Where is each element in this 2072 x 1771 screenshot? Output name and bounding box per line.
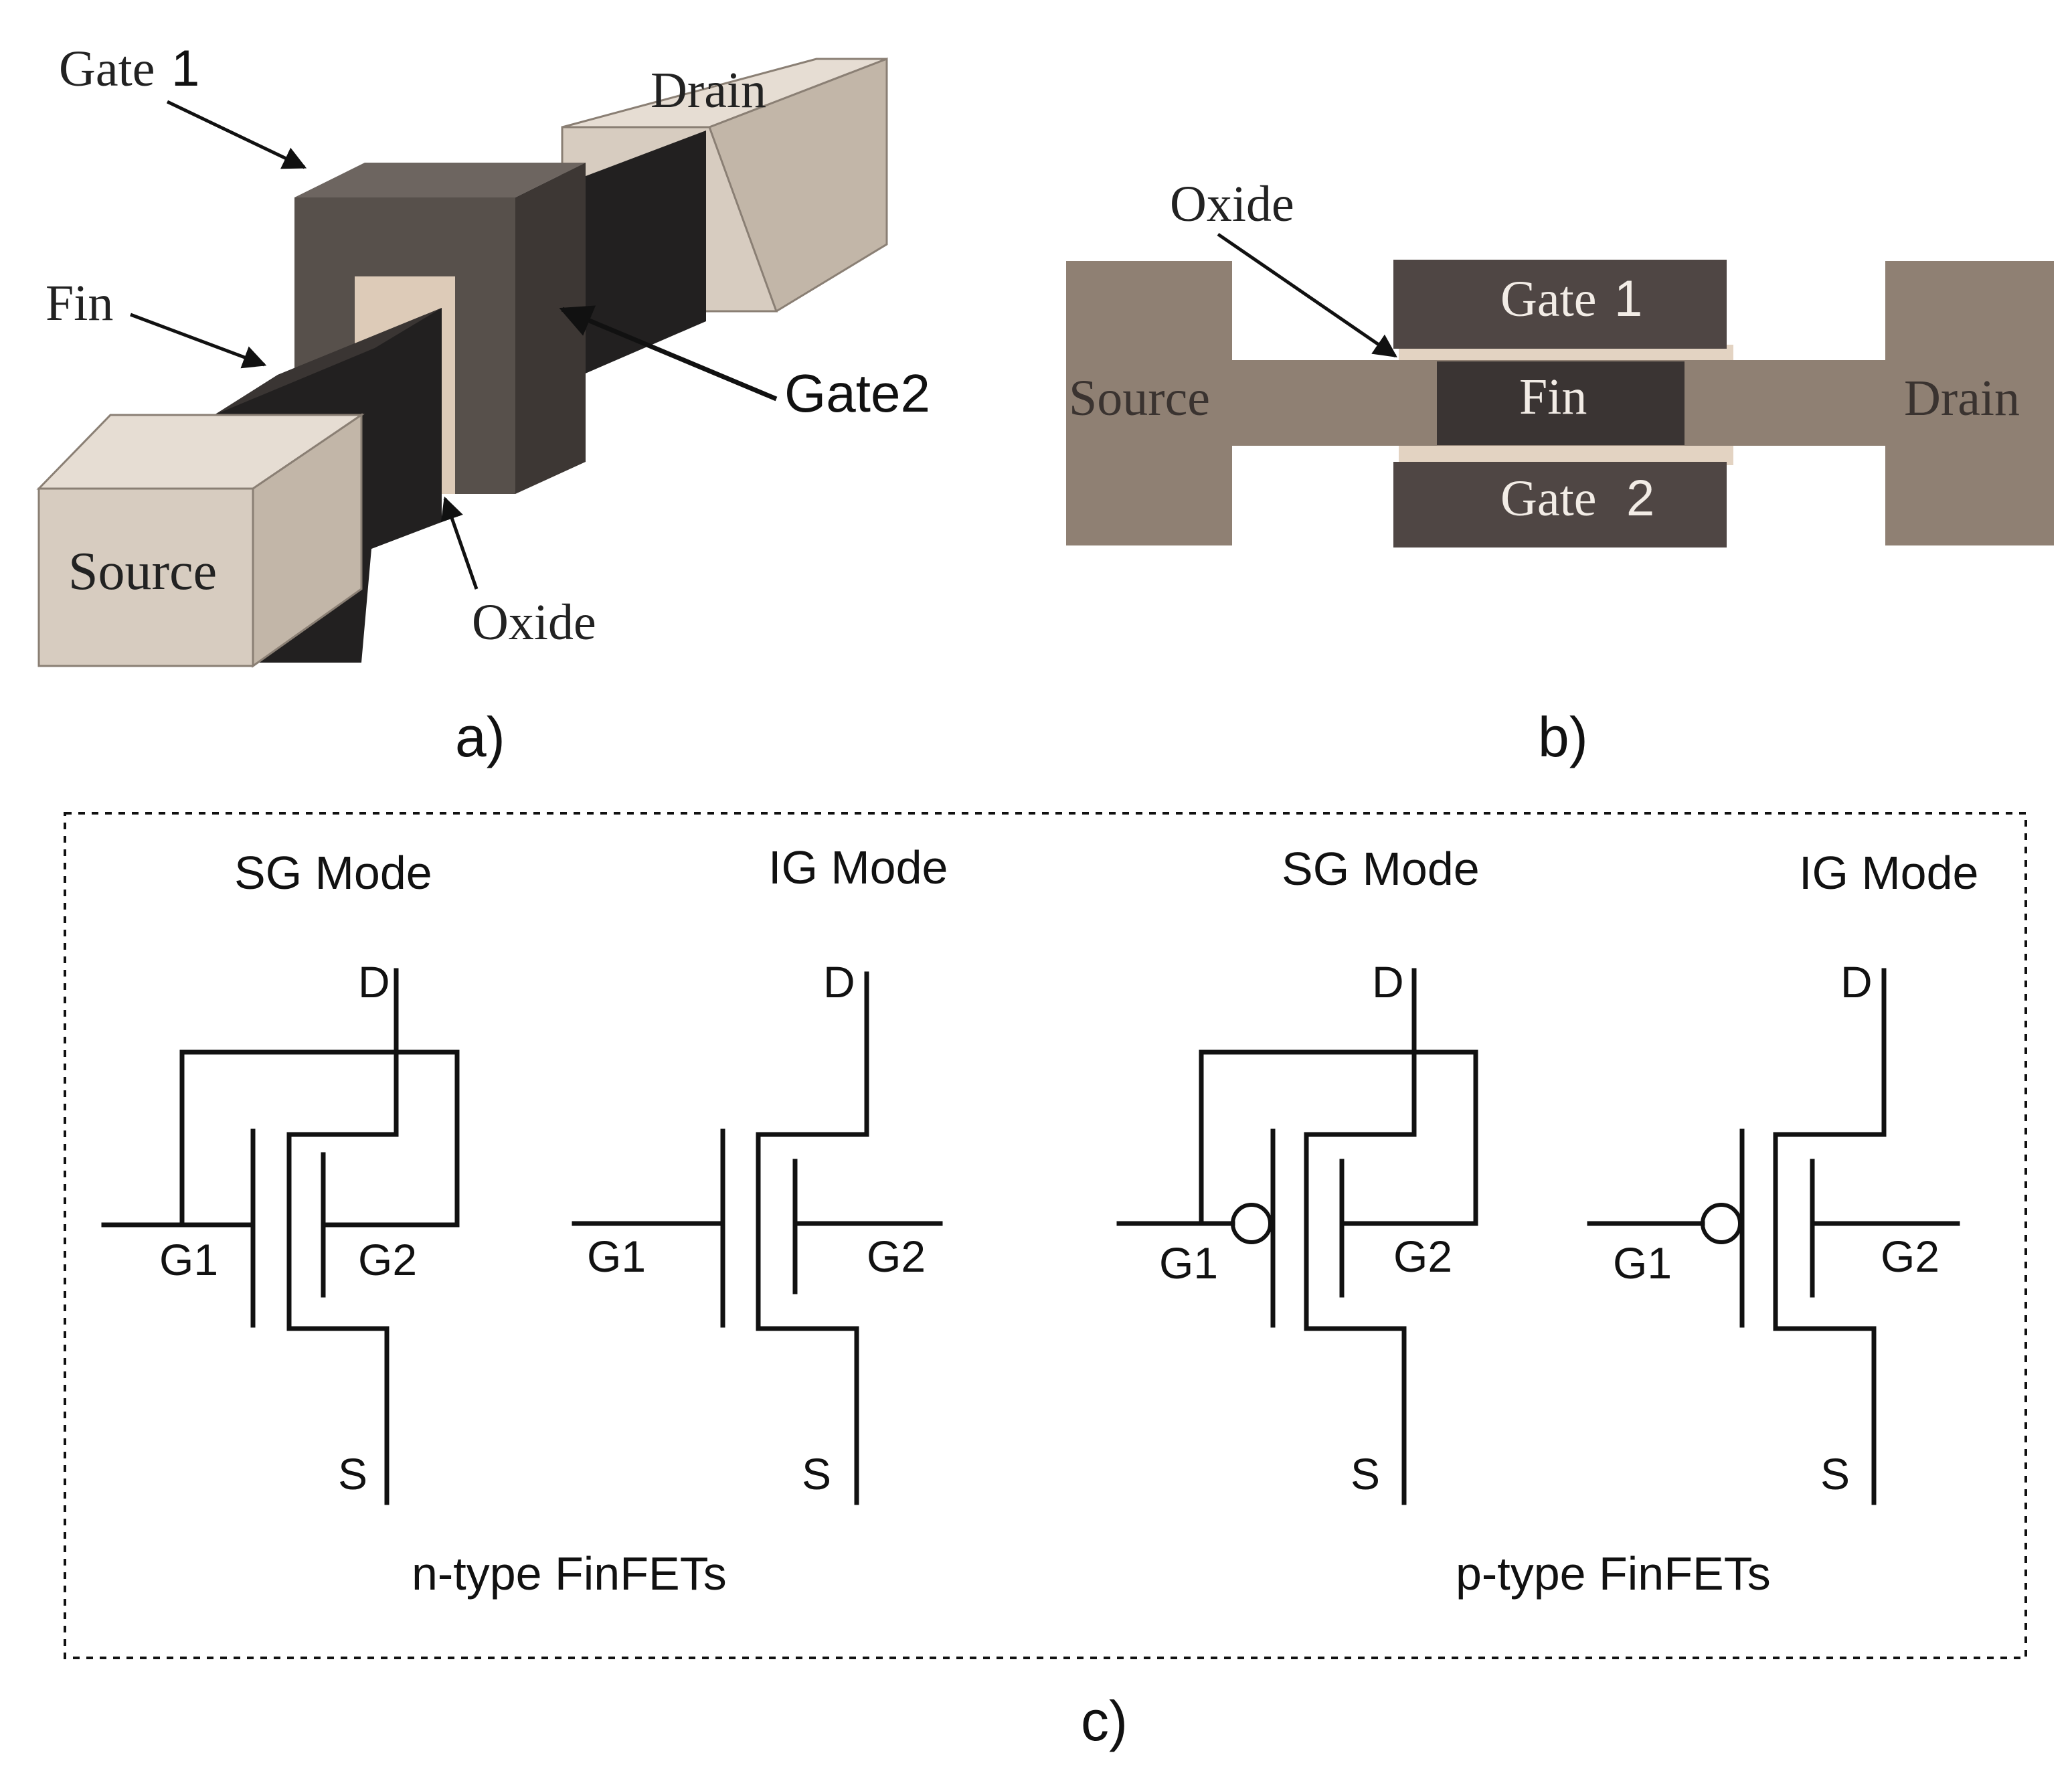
b-drain-label: Drain <box>1904 370 2020 426</box>
b-source-label: Source <box>1069 370 1210 426</box>
gate-top-face <box>294 163 586 197</box>
symbol-p-ig-g2: G2 <box>1881 1232 1939 1281</box>
fin-top-face <box>214 308 442 415</box>
symbol-n-ig-mode: IG Mode <box>768 841 948 894</box>
symbol-p-ig: IG Mode D S G1 G2 <box>1587 847 1978 1505</box>
arrow-gate1 <box>166 100 307 169</box>
symbol-p-sg-g2: G2 <box>1393 1232 1452 1281</box>
panel-a-oxide-label: Oxide <box>472 594 596 651</box>
b-gate2-label: Gate <box>1500 471 1596 527</box>
symbol-n-sg-g1: G1 <box>159 1235 218 1284</box>
arrow-gate2 <box>559 305 778 402</box>
panel-a-caption: a) <box>455 705 505 768</box>
panel-b-caption: b) <box>1538 705 1588 768</box>
symbol-p-ig-mode: IG Mode <box>1799 847 1978 899</box>
panel-c-caption: c) <box>1081 1689 1128 1752</box>
symbol-p-sg-mode: SG Mode <box>1282 843 1480 895</box>
b-source-contact <box>1066 261 1232 545</box>
arrow-oxide <box>440 496 479 590</box>
panel-a-gate1-number: 1 <box>171 40 199 97</box>
fin-drain-side <box>582 131 706 375</box>
ntype-caption: n-type FinFETs <box>412 1547 727 1600</box>
b-drain-contact <box>1885 261 2054 545</box>
symbol-n-ig: IG Mode D S G1 G2 <box>572 841 948 1505</box>
source-block-front <box>37 487 254 667</box>
symbol-p-ig-inversion-bubble <box>1701 1203 1742 1244</box>
gate-side-face <box>515 163 586 494</box>
b-fin-label: Fin <box>1519 369 1587 425</box>
b-arrow-oxide <box>1217 232 1397 358</box>
symbol-n-sg-s: S <box>338 1449 367 1499</box>
symbol-n-sg: SG Mode D S G1 G2 <box>101 847 460 1505</box>
b-oxide-label: Oxide <box>1170 176 1294 232</box>
panel-a-fin-label: Fin <box>46 275 113 331</box>
b-gate2-number: 2 <box>1626 470 1654 527</box>
symbol-n-ig-g1: G1 <box>587 1232 646 1281</box>
panel-a-3d-finfet: Gate 1 Drain Fin Gate2 Source Oxide a) <box>36 40 930 768</box>
panel-c-symbols: SG Mode D S G1 G2 IG Mode D S G1 G2 SG <box>64 812 2027 1752</box>
panel-a-gate2-label: Gate2 <box>784 363 930 423</box>
symbol-n-ig-d: D <box>823 957 855 1007</box>
symbol-p-ig-s: S <box>1820 1449 1850 1499</box>
b-gate2 <box>1393 462 1727 547</box>
symbol-n-ig-g2: G2 <box>867 1232 926 1281</box>
panel-a-gate1-label: Gate <box>59 41 155 97</box>
panel-b-top-view: Source Drain Gate 1 Fin Gate 2 Oxide b) <box>1066 176 2054 768</box>
symbol-n-sg-mode: SG Mode <box>234 847 432 899</box>
symbol-n-ig-s: S <box>802 1449 831 1499</box>
symbol-p-sg-g1: G1 <box>1159 1238 1218 1288</box>
arrow-fin <box>130 313 267 369</box>
symbol-p-ig-d: D <box>1840 957 1873 1007</box>
ptype-caption: p-type FinFETs <box>1456 1547 1771 1600</box>
source-block <box>36 413 365 668</box>
symbol-p-sg-inversion-bubble <box>1231 1203 1272 1244</box>
b-gate1 <box>1393 260 1727 349</box>
panel-c-border <box>64 812 2027 1659</box>
panel-a-source-label: Source <box>68 542 217 601</box>
symbol-p-sg-d: D <box>1372 957 1404 1007</box>
symbol-p-ig-g1: G1 <box>1613 1238 1672 1288</box>
b-fin <box>1437 361 1685 445</box>
symbol-n-sg-g2: G2 <box>358 1235 417 1284</box>
panel-a-drain-label: Drain <box>651 62 766 118</box>
symbol-p-sg-s: S <box>1351 1449 1380 1499</box>
symbol-p-sg: SG Mode D S G1 G2 <box>1116 843 1480 1505</box>
b-gate1-number: 1 <box>1614 270 1642 327</box>
b-gate1-label: Gate <box>1500 271 1596 327</box>
symbol-n-sg-d: D <box>358 957 390 1007</box>
